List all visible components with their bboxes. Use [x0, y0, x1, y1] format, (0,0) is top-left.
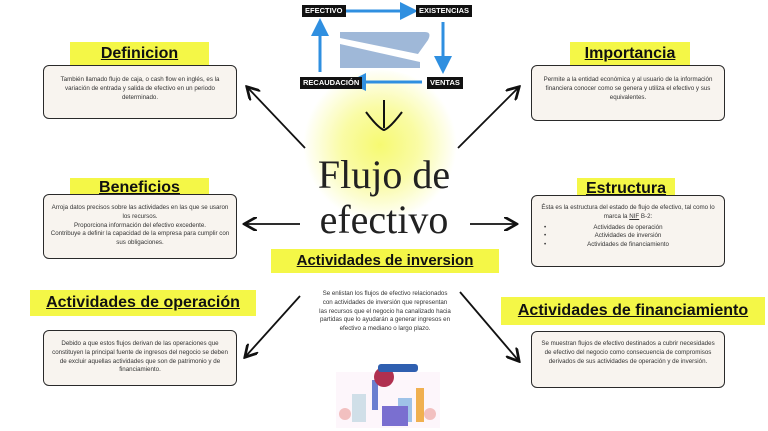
estructura-list: Actividades de operación Actividades de … [538, 224, 718, 250]
importancia-text: Permite a la entidad económica y al usua… [543, 76, 713, 101]
title-glow [300, 70, 460, 220]
arrow-to-importancia [457, 88, 518, 149]
card-beneficios: Arroja datos precisos sobre las activida… [43, 194, 237, 259]
list-item: Actividades de inversión [538, 232, 718, 241]
flow-center-logo [340, 32, 430, 68]
list-item: Actividades de financiamiento [538, 241, 718, 250]
card-importancia: Permite a la entidad económica y al usua… [531, 65, 725, 121]
flow-label-existencias: EXISTENCIAS [416, 5, 473, 17]
page-title-line2: efectivo [319, 197, 449, 242]
heading-operacion: Actividades de operación [30, 290, 256, 316]
heading-financiamiento: Actividades de financiamiento [501, 297, 765, 325]
heading-beneficios: Beneficios [70, 178, 209, 198]
card-definicion: También llamado flujo de caja, o cash fl… [43, 65, 237, 119]
definicion-text: También llamado flujo de caja, o cash fl… [60, 76, 220, 101]
card-operacion: Debido a que estos flujos derivan de las… [43, 330, 237, 386]
list-item: Actividades de operación [538, 224, 718, 233]
flow-label-recaudacion: RECAUDACIÓN [300, 77, 363, 89]
heading-definicion: Definicion [70, 42, 209, 66]
illustration-graphic [336, 364, 440, 428]
beneficios-text-1: Arroja datos precisos sobre las activida… [51, 204, 229, 220]
inversion-text: Se enlistan los flujos de efectivo relac… [319, 290, 451, 333]
card-estructura: Ésta es la estructura del estado de fluj… [531, 195, 725, 267]
operacion-text: Debido a que estos flujos derivan de las… [52, 340, 228, 374]
arrow-to-operacion [246, 295, 301, 356]
arrow-down-head [365, 111, 403, 132]
heading-inversion: Actividades de inversion [271, 249, 499, 273]
page-title-line1: Flujo de [317, 152, 451, 197]
flow-label-efectivo: EFECTIVO [302, 5, 346, 17]
beneficios-text-3: Contribuye a definir la capacidad de la … [50, 230, 230, 247]
beneficios-text-2: Proporciona información del efectivo exc… [73, 221, 207, 229]
financiamiento-text: Se muestran flujos de efectivo destinado… [541, 340, 715, 365]
card-financiamiento: Se muestran flujos de efectivo destinado… [531, 331, 725, 388]
heading-estructura: Estructura [577, 178, 675, 200]
nif-link[interactable]: NIF [629, 212, 640, 220]
heading-importancia: Importancia [570, 42, 690, 66]
flow-label-ventas: VENTAS [427, 77, 463, 89]
estructura-intro: Ésta es la estructura del estado de fluj… [541, 204, 715, 220]
arrow-to-financiamiento [459, 291, 518, 360]
arrow-to-definicion [248, 88, 306, 149]
